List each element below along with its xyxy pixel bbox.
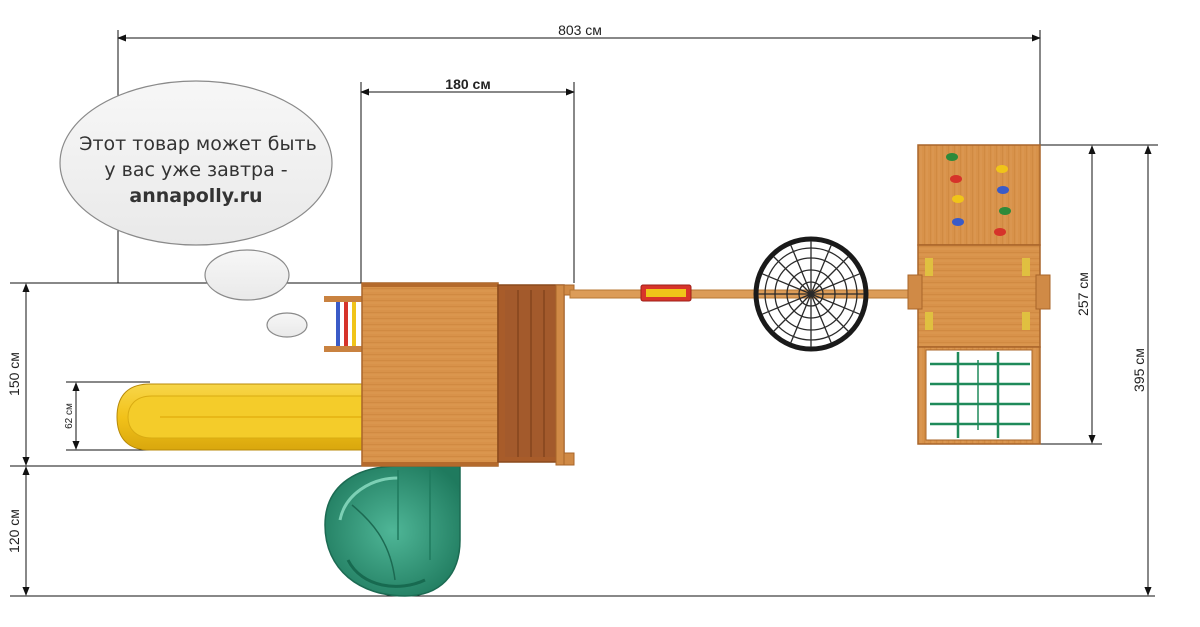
dimension-lines (10, 30, 1158, 597)
nest-spoke (761, 273, 812, 295)
green-tube-slide (324, 465, 461, 597)
label-tower-length: 257 см (1075, 272, 1091, 316)
nest-swing (753, 236, 869, 352)
nest-spoke (790, 244, 812, 295)
nest-spoke (810, 244, 832, 295)
label-overall-width: 803 см (558, 22, 602, 38)
climbing-net (930, 352, 1030, 438)
yellow-slide (116, 383, 365, 451)
bubble-line-2: у вас уже завтра - (104, 159, 287, 181)
label-platform-width: 180 см (445, 76, 490, 92)
roof-section (497, 284, 575, 466)
nest-spoke (810, 273, 861, 295)
nest-spoke (810, 293, 849, 332)
speech-bubble: Этот товар может быть у вас уже завтра -… (59, 80, 333, 338)
nest-spoke (810, 256, 849, 295)
nest-spoke (810, 293, 861, 315)
right-tower (907, 144, 1051, 445)
bubble-line-1: Этот товар может быть (79, 133, 317, 155)
nest-spoke (773, 256, 812, 295)
bubble-link-annapolly[interactable]: annapolly.ru (129, 185, 262, 207)
nest-spoke (773, 293, 812, 332)
dimension-labels: 803 см 180 см 150 см 120 см 62 см 257 см… (6, 22, 1147, 553)
nest-spoke (810, 293, 832, 344)
main-platform (361, 282, 499, 467)
label-depth-upper: 150 см (6, 352, 22, 396)
nest-spoke (761, 293, 812, 315)
nest-spoke (790, 293, 812, 344)
red-swing-seat (640, 284, 692, 302)
ladder (324, 296, 364, 352)
climbing-holds (946, 153, 1011, 236)
label-overall-depth: 395 см (1131, 348, 1147, 392)
label-slide-width: 62 см (64, 403, 75, 429)
label-depth-lower: 120 см (6, 509, 22, 553)
